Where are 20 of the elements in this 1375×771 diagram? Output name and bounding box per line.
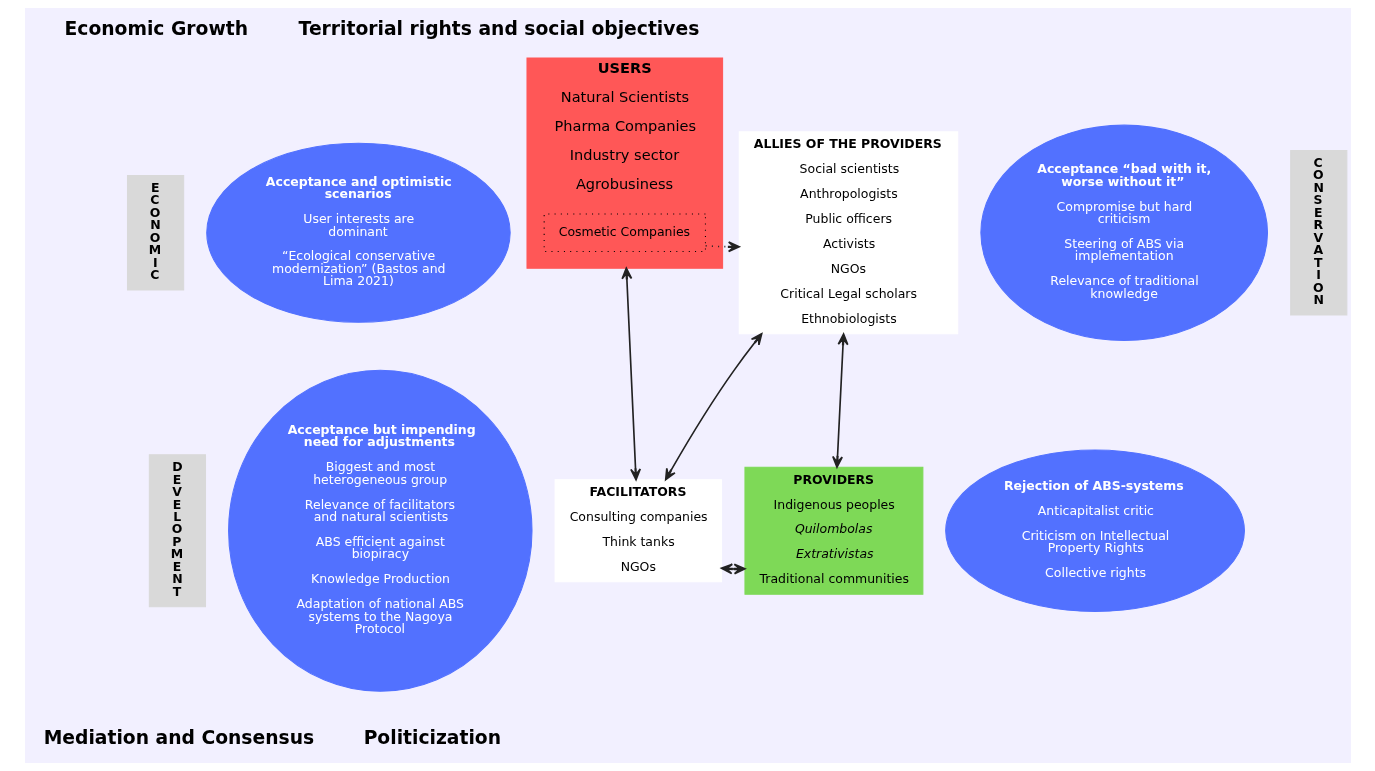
node-box: DEVELOPMENT xyxy=(148,454,206,608)
node-box: Cosmetic Companies xyxy=(543,213,706,253)
label: Politicization xyxy=(363,726,501,748)
node-box: ALLIES OF THE PROVIDERS Social scientists Anthropologists Public officers Activists NGOs Critical Legal scholars Ethnobiologists xyxy=(738,131,958,335)
arrow xyxy=(720,563,746,575)
node-ellipse: Acceptance “bad with it, worse without it” Compromise but hard criticism Steering of ABS via implementation Relevance of traditional knowledge xyxy=(979,124,1268,341)
node-ellipse: Acceptance and optimistic scenarios User interests are dominant “Ecological conservative modernization” (Bastos and Lima 2021) xyxy=(205,142,511,323)
node-box: PROVIDERS Indigenous peoples Quilombolas Extrativistas Traditional communities xyxy=(743,466,923,595)
node-box: CONSERVATION xyxy=(1289,150,1347,316)
label: Economic Growth xyxy=(64,17,248,39)
arrow xyxy=(704,241,740,253)
label: Mediation and Consensus xyxy=(43,726,314,748)
node-ellipse: Rejection of ABS-systems Anticapitalist critic Criticism on Intellectual Property Rights Collective rights xyxy=(944,449,1245,612)
arrow xyxy=(664,333,762,481)
arrow xyxy=(620,267,641,481)
node-circle: Acceptance but impending need for adjustments Biggest and most heterogeneous group Relevance of facilitators and natural scientists ABS efficient against biopiracy Knowledge Production Adaptation of national ABS systems to the Nagoya Protocol xyxy=(227,369,533,692)
arrow xyxy=(831,333,849,468)
node-box: FACILITATORS Consulting companies Think tanks NGOs xyxy=(554,479,722,583)
label: Territorial rights and social objectives xyxy=(298,17,699,39)
node-box: ECONOMIC xyxy=(126,175,184,291)
